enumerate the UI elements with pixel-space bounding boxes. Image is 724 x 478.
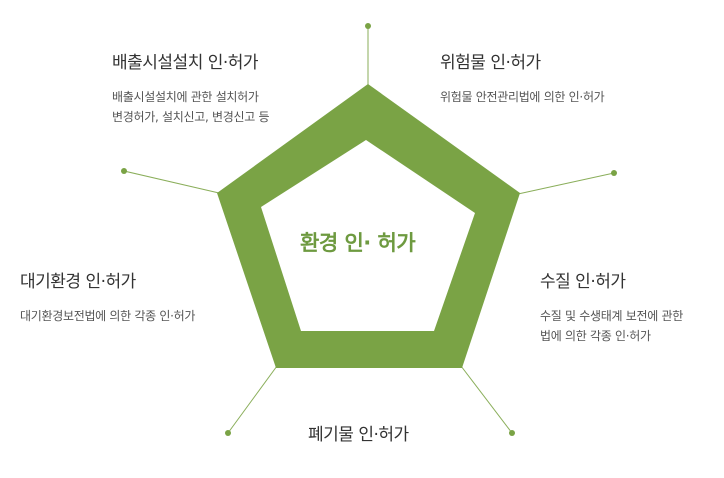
item-title: 배출시설설치 인·허가 (112, 53, 259, 73)
item-hazardous-material: 위험물 인·허가 위험물 안전관리법에 의한 인·허가 (440, 48, 605, 107)
dot-upper-right (611, 170, 617, 176)
connector-upper-right (517, 172, 615, 195)
dot-lower-left (225, 430, 231, 436)
connector-lower-left (227, 365, 278, 434)
item-waste: 폐기물 인·허가 (308, 420, 409, 445)
item-title: 폐기물 인·허가 (308, 425, 409, 445)
item-desc-line: 대기환경보전법에 의한 각종 인·허가 (20, 309, 196, 323)
item-title: 수질 인·허가 (540, 272, 626, 292)
connector-lower-right (460, 365, 513, 434)
dot-lower-right (509, 430, 515, 436)
dot-top (365, 23, 371, 29)
item-desc: 배출시설설치에 관한 설치허가 변경허가, 설치신고, 변경신고 등 (112, 87, 270, 127)
item-desc-line: 위험물 안전관리법에 의한 인·허가 (440, 90, 605, 104)
pentagon-ring (217, 84, 520, 368)
item-emission-facility: 배출시설설치 인·허가 배출시설설치에 관한 설치허가 변경허가, 설치신고, … (112, 48, 270, 127)
item-water-quality: 수질 인·허가 수질 및 수생태계 보전에 관한 법에 의한 각종 인·허가 (540, 267, 683, 346)
item-desc: 위험물 안전관리법에 의한 인·허가 (440, 87, 605, 107)
item-desc-line: 변경허가, 설치신고, 변경신고 등 (112, 110, 270, 124)
connector-lines (123, 26, 615, 434)
item-air-quality: 대기환경 인·허가 대기환경보전법에 의한 각종 인·허가 (20, 267, 195, 326)
item-title: 대기환경 인·허가 (20, 272, 136, 292)
connector-dots (121, 23, 617, 436)
item-desc-line: 법에 의한 각종 인·허가 (540, 329, 651, 343)
item-desc: 수질 및 수생태계 보전에 관한 법에 의한 각종 인·허가 (540, 306, 683, 346)
dot-upper-left (121, 168, 127, 174)
item-title: 위험물 인·허가 (440, 53, 541, 73)
item-desc-line: 수질 및 수생태계 보전에 관한 (540, 309, 683, 323)
item-desc: 대기환경보전법에 의한 각종 인·허가 (20, 306, 195, 326)
item-desc-line: 배출시설설치에 관한 설치허가 (112, 90, 259, 104)
connector-upper-left (123, 170, 220, 194)
center-title: 환경 인· 허가 (300, 231, 416, 255)
